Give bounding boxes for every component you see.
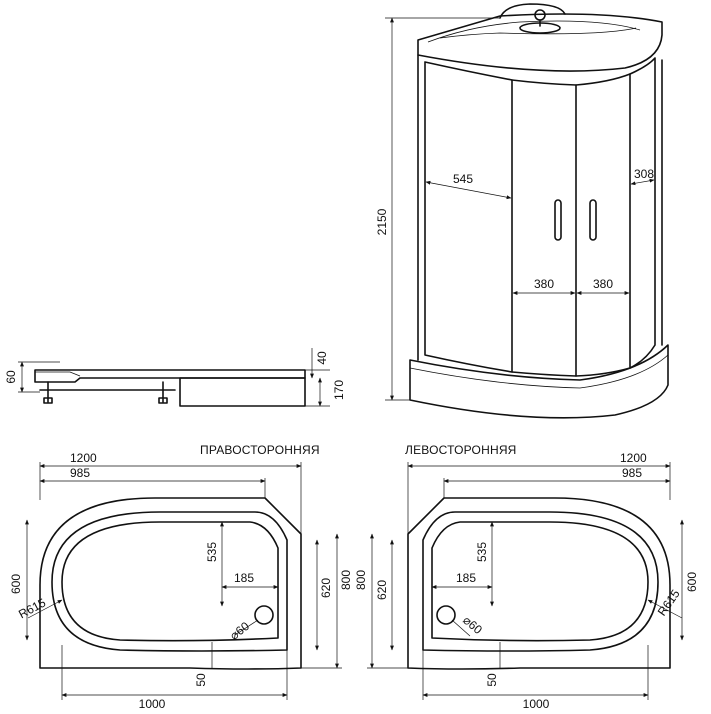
dim-308-line xyxy=(630,178,655,186)
left-dim-800-label: 800 xyxy=(354,570,368,590)
left-dim-1200-label: 1200 xyxy=(620,451,647,465)
right-tray-outer xyxy=(39,497,302,670)
dim-380-right-label: 380 xyxy=(593,277,613,291)
right-dim-50-label: 50 xyxy=(194,673,208,687)
right-dim-985-label: 985 xyxy=(70,466,90,480)
tray-side-apron xyxy=(179,377,306,407)
dim-308-label: 308 xyxy=(634,167,654,181)
left-dim-1000-label: 1000 xyxy=(523,697,550,711)
door-handle-right xyxy=(589,199,597,241)
left-dim-535-label: 535 xyxy=(475,542,489,562)
left-dim-50-label: 50 xyxy=(485,673,499,687)
dim-2150-label: 2150 xyxy=(375,208,389,235)
roof-panel-line xyxy=(439,27,637,39)
left-dim-drain-leader xyxy=(451,619,471,637)
left-dim-drain-label: ⌀60 xyxy=(460,613,485,637)
door-handle-left xyxy=(554,199,562,241)
cabin-roof xyxy=(417,13,663,72)
cabin-base-tray xyxy=(409,344,669,419)
right-dim-800-label: 800 xyxy=(339,570,353,590)
shower-dome xyxy=(499,3,566,19)
left-tray-outer xyxy=(407,497,671,670)
right-tray-rim xyxy=(51,511,288,652)
right-dim-1200-label: 1200 xyxy=(70,451,97,465)
right-dim-600-label: 600 xyxy=(9,574,23,594)
right-plan-title: ПРАВОСТОРОННЯЯ xyxy=(200,443,320,457)
door-right xyxy=(575,73,631,377)
left-hand-plan: ЛЕВОСТОРОННЯЯ 1200 985 1000 800 620 600 … xyxy=(354,443,699,711)
left-dim-600-label: 600 xyxy=(685,572,699,592)
left-tray-rim xyxy=(422,511,659,652)
left-dim-185-label: 185 xyxy=(456,571,476,585)
shower-cabin-drawing: 2150 545 308 380 380 xyxy=(375,3,669,419)
dim-545-label: 545 xyxy=(453,172,473,186)
right-glass-panel xyxy=(629,57,656,369)
dim-545-line xyxy=(425,180,512,200)
right-dim-r615-label: R615 xyxy=(16,595,48,621)
dim-60-label: 60 xyxy=(4,370,18,384)
right-hand-plan: ПРАВОСТОРОННЯЯ 1200 985 1000 600 R615 62… xyxy=(9,443,353,711)
roof-inner-line xyxy=(427,20,641,43)
right-drain-icon xyxy=(254,605,274,625)
right-dim-620-label: 620 xyxy=(319,578,333,598)
tray-side-lip xyxy=(35,371,81,377)
door-left xyxy=(511,79,577,377)
left-dim-620-label: 620 xyxy=(375,580,389,600)
tray-rim-line xyxy=(409,354,669,389)
right-tray-basin xyxy=(61,521,279,642)
tray-side-view: 60 40 170 xyxy=(4,348,346,407)
right-dim-1000-label: 1000 xyxy=(139,697,166,711)
left-plan-title: ЛЕВОСТОРОННЯЯ xyxy=(405,443,517,457)
tray-side-top xyxy=(34,369,306,383)
left-dim-985-label: 985 xyxy=(622,466,642,480)
left-tray-basin xyxy=(431,521,649,642)
right-dim-535-label: 535 xyxy=(205,542,219,562)
right-dim-185-label: 185 xyxy=(234,571,254,585)
dim-40-label: 40 xyxy=(315,351,329,365)
left-glass-panel xyxy=(424,61,513,373)
left-dim-r615-label: R615 xyxy=(655,587,683,619)
tray-foot-2 xyxy=(158,397,168,404)
dim-380-left-label: 380 xyxy=(534,277,554,291)
left-drain-icon xyxy=(436,605,456,625)
right-dim-r615-leader xyxy=(27,599,63,619)
right-dim-drain-leader xyxy=(234,619,259,636)
dim-170-label: 170 xyxy=(332,380,346,400)
tray-foot-1 xyxy=(43,397,53,404)
left-dim-r615-leader xyxy=(647,599,683,619)
